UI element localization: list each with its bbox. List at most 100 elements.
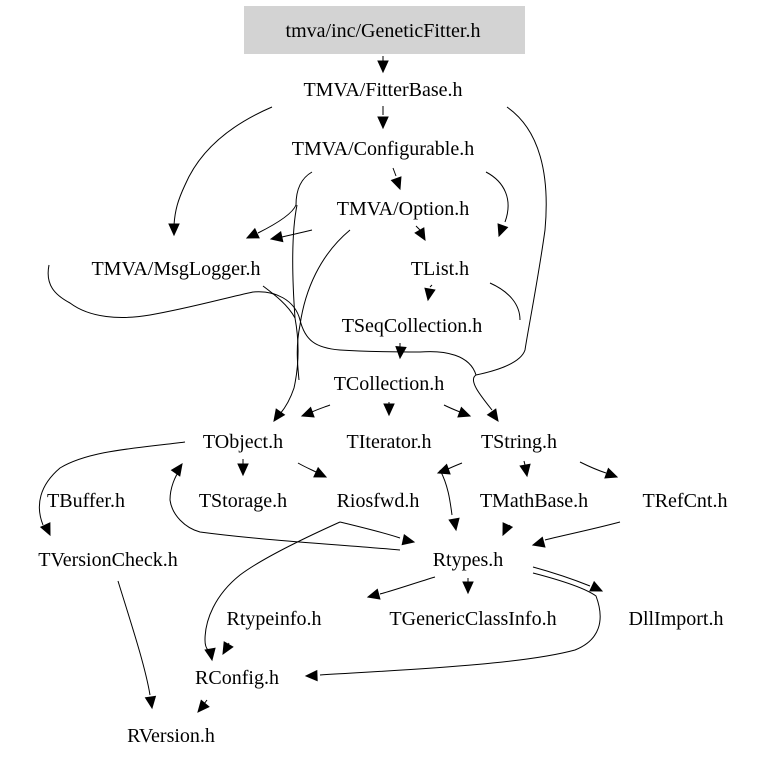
- node-trefcnt[interactable]: TRefCnt.h: [643, 490, 728, 512]
- edge-msglogger-to-tobject: [262, 285, 296, 319]
- edge-tcollection-to-tstring-line: [443, 404, 461, 413]
- edge-tlist-to-tstring: [489, 282, 521, 321]
- node-label: TGenericClassInfo.h: [389, 608, 556, 630]
- edge-configurable-to-tlist-arrowhead: [497, 223, 509, 238]
- node-label: TMVA/FitterBase.h: [303, 79, 462, 101]
- node-label: TString.h: [481, 431, 557, 453]
- node-label: TStorage.h: [199, 490, 287, 512]
- node-label: TSeqCollection.h: [342, 315, 483, 337]
- node-label: TIterator.h: [347, 431, 432, 453]
- edge-tstring-to-titerator: [436, 462, 463, 475]
- edge-tcollection-to-tstring: [443, 404, 472, 418]
- node-label: Rtypeinfo.h: [227, 608, 322, 630]
- edge-rtypes-to-rconfig-arrowhead: [304, 669, 318, 682]
- node-tcollection[interactable]: TCollection.h: [334, 373, 445, 395]
- edge-option-to-msglogger-arrowhead: [269, 230, 284, 243]
- edge-configurable-to-option: [390, 167, 402, 191]
- edge-rtypes-to-rtypeinfo-arrowhead: [366, 588, 381, 600]
- node-tseqcollection[interactable]: TSeqCollection.h: [342, 315, 483, 337]
- edge-tseqcollection-to-tcollection: [395, 343, 407, 360]
- edge-rconfig-to-rversion-arrowhead: [197, 699, 210, 713]
- edge-fitterbase-to-tstring-line: [472, 106, 547, 411]
- edge-rtypes-to-tgenericclassinfo: [462, 578, 474, 595]
- node-tgenericclassinfo[interactable]: TGenericClassInfo.h: [389, 608, 556, 630]
- edge-trefcnt-to-rtypes-arrowhead: [531, 536, 546, 548]
- edge-tcollection-to-titerator: [383, 402, 395, 417]
- edge-rtypes-to-tobject-line: [169, 469, 401, 551]
- edge-tmathbase-to-rtypes: [502, 522, 514, 537]
- edge-tlist-to-tseqcollection: [424, 284, 436, 302]
- edge-configurable-to-option-arrowhead: [390, 176, 402, 191]
- node-label: RConfig.h: [195, 667, 279, 689]
- node-tversioncheck[interactable]: TVersionCheck.h: [38, 549, 177, 571]
- node-tbuffer[interactable]: TBuffer.h: [47, 490, 125, 512]
- node-configurable[interactable]: TMVA/Configurable.h: [292, 138, 474, 160]
- edge-riosfwd-to-rconfig: [204, 521, 341, 662]
- node-geneticfitter[interactable]: tmva/inc/GeneticFitter.h: [244, 6, 525, 54]
- edge-tobject-to-riosfwd-arrowhead: [313, 466, 328, 478]
- node-label: TMVA/MsgLogger.h: [91, 258, 260, 280]
- node-fitterbase[interactable]: TMVA/FitterBase.h: [303, 79, 462, 101]
- edge-configurable-to-msglogger-line: [257, 171, 313, 234]
- node-rtypeinfo[interactable]: Rtypeinfo.h: [227, 608, 322, 630]
- edge-tstring-to-tmathbase-line: [523, 460, 526, 466]
- node-rversion[interactable]: RVersion.h: [127, 725, 215, 747]
- edge-option-to-tlist-arrowhead: [414, 227, 426, 242]
- edge-rtypes-to-rtypeinfo-line: [379, 576, 436, 595]
- edge-riosfwd-to-rtypes-arrowhead: [401, 533, 416, 546]
- edge-riosfwd-to-rtypes: [339, 521, 416, 546]
- node-msglogger[interactable]: TMVA/MsgLogger.h: [91, 258, 260, 280]
- node-tobject[interactable]: TObject.h: [203, 431, 283, 453]
- node-dllimport[interactable]: DllImport.h: [629, 608, 724, 630]
- edge-rconfig-to-rversion: [197, 699, 210, 713]
- edge-rtypes-to-tobject: [169, 463, 401, 551]
- edge-configurable-to-tlist-line: [485, 171, 509, 223]
- node-label: RVersion.h: [127, 725, 215, 747]
- edge-titerator-to-rtypes-arrowhead: [448, 517, 460, 532]
- edge-option-to-msglogger: [269, 229, 313, 243]
- edge-fitterbase-to-msglogger-arrowhead: [168, 223, 180, 237]
- node-label: tmva/inc/GeneticFitter.h: [286, 20, 481, 42]
- edge-titerator-to-rtypes-line: [439, 469, 453, 516]
- node-titerator[interactable]: TIterator.h: [347, 431, 432, 453]
- edge-msglogger-to-tobject-line: [262, 285, 296, 319]
- node-rtypes[interactable]: Rtypes.h: [433, 549, 504, 571]
- edge-option-to-msglogger-line: [281, 229, 313, 238]
- nodes-layer: tmva/inc/GeneticFitter.hTMVA/FitterBase.…: [38, 6, 728, 747]
- node-label: TVersionCheck.h: [38, 549, 177, 571]
- node-tmathbase[interactable]: TMathBase.h: [480, 490, 588, 512]
- edge-tobject-to-tstorage: [237, 459, 249, 477]
- node-label: TRefCnt.h: [643, 490, 728, 512]
- edge-rtypes-to-dllimport-arrowhead: [589, 580, 604, 592]
- edge-rtypeinfo-to-rconfig: [222, 641, 234, 656]
- edge-tstring-to-trefcnt-line: [579, 461, 607, 474]
- edge-configurable-to-option-line: [392, 167, 397, 177]
- edge-tstring-to-titerator-arrowhead: [436, 463, 451, 475]
- node-label: TCollection.h: [334, 373, 445, 395]
- node-rconfig[interactable]: RConfig.h: [195, 667, 279, 689]
- edges-layer: [38, 56, 621, 713]
- node-tstring[interactable]: TString.h: [481, 431, 557, 453]
- edge-riosfwd-to-rtypes-line: [339, 521, 401, 539]
- edge-fitterbase-to-tstring-arrowhead: [486, 408, 499, 422]
- edge-option-to-tlist: [414, 225, 426, 242]
- node-tstorage[interactable]: TStorage.h: [199, 490, 287, 512]
- node-riosfwd[interactable]: Riosfwd.h: [337, 490, 420, 512]
- node-option[interactable]: TMVA/Option.h: [337, 198, 469, 220]
- edge-fitterbase-to-configurable: [377, 106, 389, 130]
- node-tlist[interactable]: TList.h: [411, 258, 469, 280]
- node-label: Riosfwd.h: [337, 490, 420, 512]
- edge-tobject-to-tversioncheck-arrowhead: [39, 522, 51, 537]
- edge-fitterbase-to-configurable-arrowhead: [377, 116, 389, 130]
- edge-tlist-to-tseqcollection-arrowhead: [424, 287, 436, 302]
- edge-rtypes-to-dllimport-line: [532, 566, 591, 587]
- edge-tobject-to-tversioncheck-line: [38, 441, 186, 526]
- node-label: TMVA/Configurable.h: [292, 138, 474, 160]
- edge-option-to-tobject: [296, 229, 351, 381]
- edge-tlist-to-tseqcollection-line: [429, 284, 433, 288]
- edge-rtypes-to-rconfig: [304, 572, 601, 682]
- edge-tstring-to-titerator-line: [447, 462, 463, 470]
- edge-rtypes-to-dllimport: [532, 566, 604, 592]
